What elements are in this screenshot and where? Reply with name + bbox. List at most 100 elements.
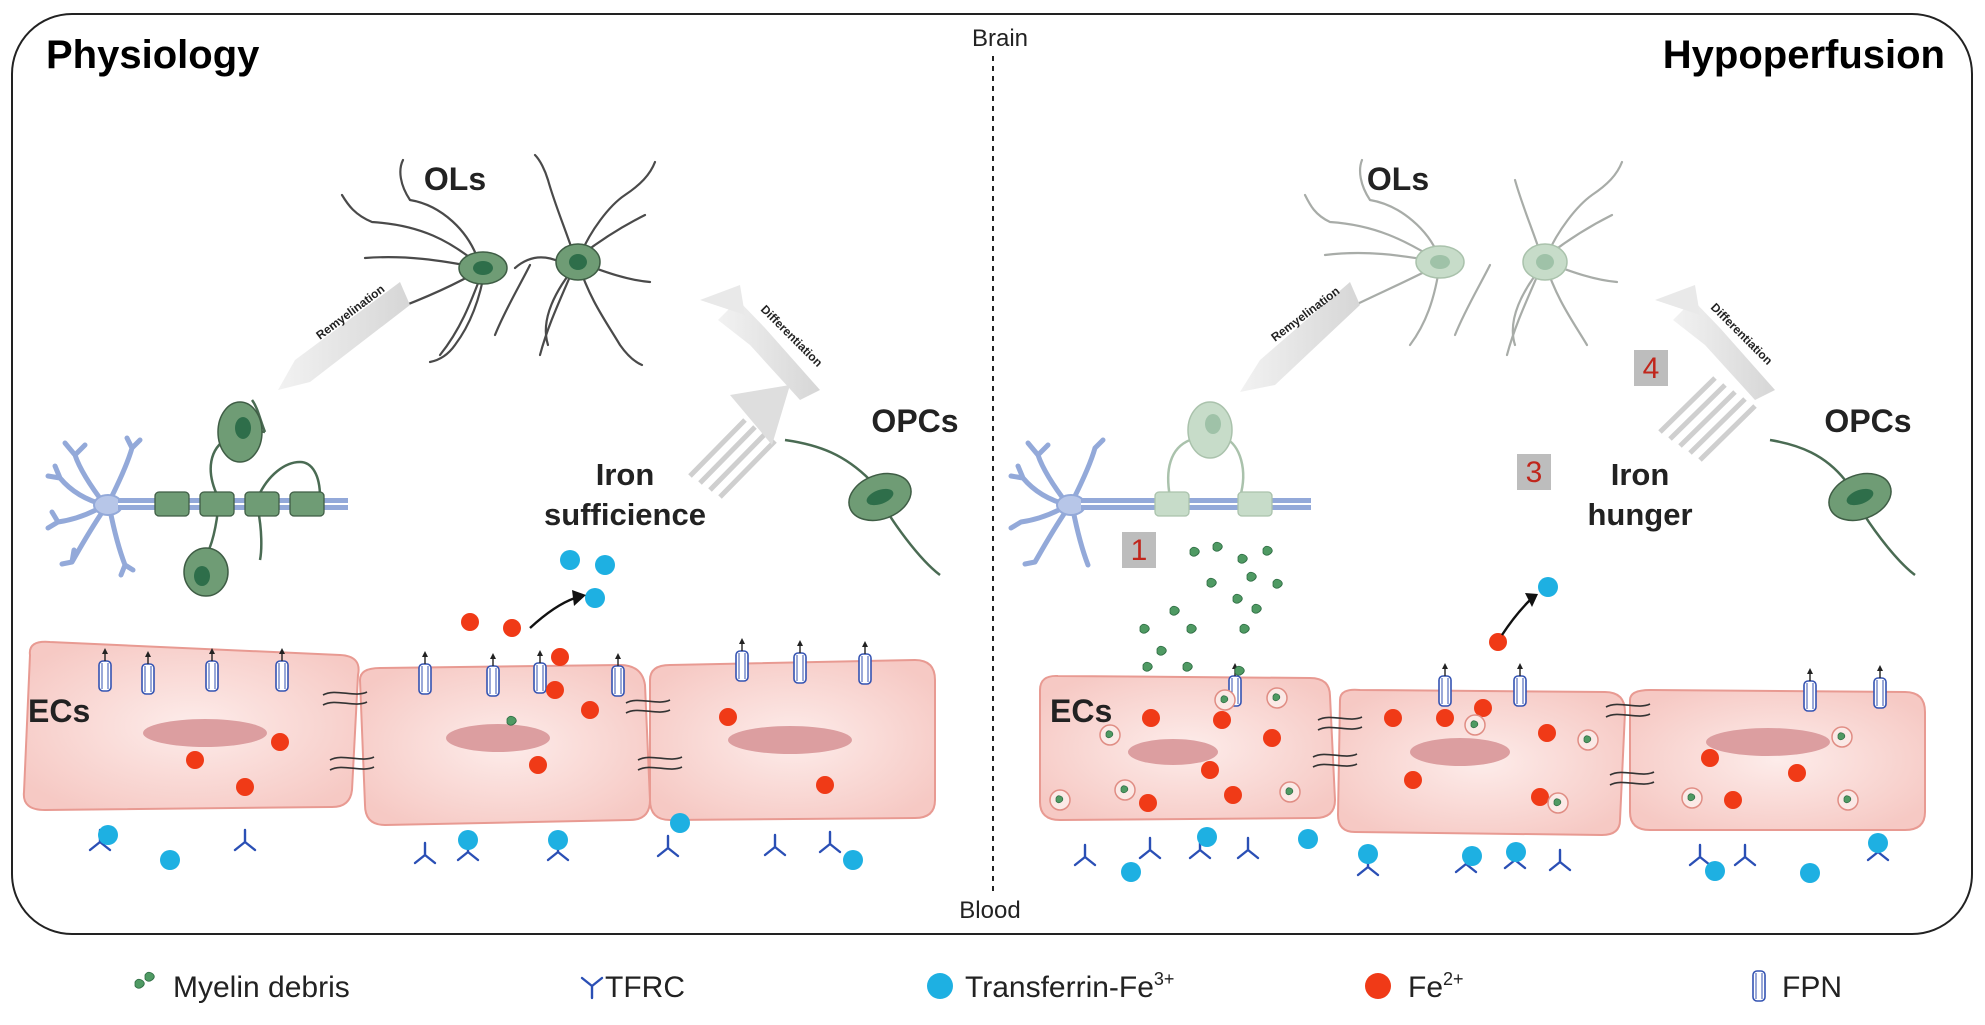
- fe2-ion: [1474, 699, 1492, 717]
- myelin-debris-particle: [1251, 603, 1262, 614]
- fpn-transporter: [418, 650, 432, 695]
- transferrin-particle: [1462, 846, 1482, 866]
- transferrin-particle: [548, 830, 568, 850]
- fe2-ion: [1384, 709, 1402, 727]
- tfrc-receptor: [1138, 836, 1162, 860]
- debris-vesicle: [1279, 781, 1301, 803]
- fpn-transporter: [533, 649, 547, 694]
- fe2-ion: [1213, 711, 1231, 729]
- fpn-transporter: [1438, 662, 1452, 707]
- transferrin-particle: [1868, 833, 1888, 853]
- fpn-transporter: [735, 637, 749, 682]
- legend-tfrc-label: TFRC: [605, 971, 685, 1004]
- step-box-4: 4: [1634, 350, 1668, 386]
- svg-text:3: 3: [1526, 456, 1543, 489]
- iron-line1-right: Iron: [1611, 457, 1670, 492]
- brain-label: Brain: [972, 25, 1028, 52]
- ols-label-right: OLs: [1367, 161, 1429, 197]
- transferrin-particles: [98, 550, 1888, 883]
- tfrc-receptor: [1688, 843, 1712, 867]
- hypoperfusion-title: Hypoperfusion: [1663, 33, 1945, 77]
- debris-vesicle: [1547, 792, 1569, 814]
- fe2-ion: [1788, 764, 1806, 782]
- fe2-ion: [503, 619, 521, 637]
- transferrin-particle: [1121, 862, 1141, 882]
- fe2-ion: [1724, 791, 1742, 809]
- fpn-transporter: [1513, 662, 1527, 707]
- debris-vesicle: [1214, 689, 1236, 711]
- transferrin-particle: [670, 813, 690, 833]
- fe2-ion: [546, 681, 564, 699]
- fe2-ion: [551, 648, 569, 666]
- fe2-ion: [1701, 749, 1719, 767]
- myelinating-ol-right: [1154, 401, 1273, 517]
- legend-fpn: FPN: [1752, 970, 1842, 1004]
- transferrin-particle: [1705, 861, 1725, 881]
- legend-fe2: Fe2+: [1365, 969, 1464, 1004]
- outer-frame: [11, 13, 1973, 935]
- debris-vesicle: [1049, 789, 1071, 811]
- iron-striped-arrow-left: [688, 385, 790, 499]
- legend-myelin-debris: Myelin debris: [134, 971, 350, 1004]
- myelin-debris-particle: [1182, 661, 1193, 672]
- myelin-debris-particle: [1156, 645, 1167, 656]
- tfrc-receptor: [1236, 836, 1260, 860]
- fe2-ion: [1538, 724, 1556, 742]
- opc-cell-right: [1769, 438, 1916, 576]
- fe2-ion: [1263, 729, 1281, 747]
- fe2-ion: [1531, 788, 1549, 806]
- myelin-debris-particle: [1142, 661, 1153, 672]
- svg-text:1: 1: [1131, 534, 1148, 567]
- opc-cell-left: [784, 438, 941, 576]
- tfrc-receptor: [233, 828, 257, 852]
- fe2-ions: [186, 613, 1806, 812]
- legend-myelin-debris-label: Myelin debris: [173, 971, 350, 1004]
- legend-fe2-label: Fe2+: [1408, 969, 1464, 1004]
- debris-vesicle: [1099, 724, 1121, 746]
- debris-vesicle: [1831, 726, 1853, 748]
- differentiation-arrow-right: Differentiation: [1655, 285, 1775, 400]
- fe2-ion: [1139, 794, 1157, 812]
- legend-transferrin-label: Transferrin-Fe3+: [965, 969, 1174, 1004]
- fe2-ion: [529, 756, 547, 774]
- debris-vesicle: [1114, 779, 1136, 801]
- fe-export-arrow-left: [529, 590, 586, 629]
- opcs-label-right: OPCs: [1824, 403, 1911, 439]
- transferrin-particle: [560, 550, 580, 570]
- debris-vesicle: [1681, 787, 1703, 809]
- fpn-transporter: [793, 639, 807, 684]
- fpn-transporter: [858, 640, 872, 685]
- fpn-transporter: [611, 652, 625, 697]
- tfrc-receptor: [1548, 848, 1572, 872]
- legend-tfrc: TFRC: [580, 971, 685, 1004]
- tfrc-receptors: [88, 828, 1890, 877]
- differentiation-arrow-left: Differentiation: [700, 285, 825, 400]
- tfrc-receptor: [763, 833, 787, 857]
- transferrin-particle: [98, 825, 118, 845]
- myelin-debris-particle: [1237, 553, 1248, 564]
- transferrin-particle: [595, 555, 615, 575]
- fe2-ion: [236, 778, 254, 796]
- myelin-debris-particle: [1234, 665, 1245, 676]
- debris-vesicle: [1577, 729, 1599, 751]
- iron-line2-left: sufficience: [544, 497, 706, 532]
- transferrin-particle: [1197, 827, 1217, 847]
- transferrin-particle: [160, 850, 180, 870]
- fe2-ion: [1142, 709, 1160, 727]
- myelin-debris-particle: [1139, 623, 1150, 634]
- transferrin-particle: [843, 850, 863, 870]
- transferrin-particle: [1506, 842, 1526, 862]
- myelin-debris-particle: [1246, 571, 1257, 582]
- physiology-title: Physiology: [46, 33, 260, 77]
- debris-vesicle: [1837, 789, 1859, 811]
- myelin-debris-particle: [1189, 546, 1200, 557]
- transferrin-particle: [585, 588, 605, 608]
- iron-striped-arrow-right: [1658, 376, 1757, 462]
- fpn-transporter: [486, 652, 500, 697]
- physiology-panel: OLs Remyelination: [22, 153, 959, 827]
- fe2-ion: [1224, 786, 1242, 804]
- myelin-debris-particle: [1262, 545, 1273, 556]
- opcs-label-left: OPCs: [871, 403, 958, 439]
- fe2-ion: [1489, 633, 1507, 651]
- debris-vesicle: [1464, 714, 1486, 736]
